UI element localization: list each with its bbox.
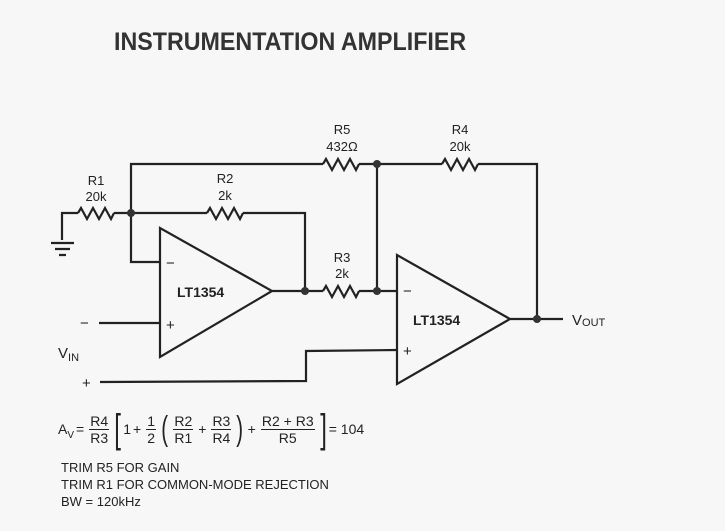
junction-node [127,209,135,217]
junction-node [301,287,309,295]
u1-label: LT1354 [177,284,224,300]
r5-name: R5 [334,122,351,137]
schematic: R1 20k R2 2k R5 432Ω R4 20k R3 2k LT1354… [51,122,606,392]
formula-lhs: AV [58,421,75,441]
u2-noninverting-sign: + [403,343,412,360]
resistor-r2 [206,205,244,222]
r4-value: 20k [450,139,471,154]
vin-label: VIN [58,345,79,364]
junction-node [373,287,381,295]
u2-label: LT1354 [413,312,460,328]
junction-node [533,315,541,323]
r1-name: R1 [88,173,105,188]
design-notes: TRIM R5 FOR GAIN TRIM R1 FOR COMMON-MODE… [61,459,329,510]
opamp-u2 [395,253,513,386]
r2-name: R2 [217,171,234,186]
resistor-r3 [322,283,360,300]
note-line: TRIM R1 FOR COMMON-MODE REJECTION [61,477,329,492]
resistor-r4 [441,156,479,173]
wire-r2-out [243,211,307,291]
r2-value: 2k [218,188,232,203]
wire-ground [60,211,78,240]
u2-inverting-sign: − [403,283,412,300]
r4-name: R4 [452,122,469,137]
wire-top-right [478,162,539,319]
formula-result: = 104 [328,421,365,437]
r5-value: 432Ω [326,139,358,154]
u1-inverting-sign: − [166,255,175,272]
wire-u1-inv [129,213,160,264]
resistor-r5 [322,156,360,173]
u1-noninverting-sign: + [166,317,175,334]
resistor-r1 [77,205,115,222]
note-line: BW = 120kHz [61,494,141,509]
r3-value: 2k [335,266,349,281]
junction-node [373,160,381,168]
vout-label: VOUT [572,312,606,329]
note-line: TRIM R5 FOR GAIN [61,460,180,475]
vin-minus-label: − [80,315,89,332]
opamp-u1 [158,226,275,359]
ground-symbol [51,241,74,257]
wire-vin-plus [99,348,398,384]
r1-value: 20k [86,189,107,204]
wire-top-left [129,162,323,213]
r3-name: R3 [334,250,351,265]
diagram-title: INSTRUMENTATION AMPLIFIER [114,28,467,56]
vin-plus-label: + [82,375,91,392]
